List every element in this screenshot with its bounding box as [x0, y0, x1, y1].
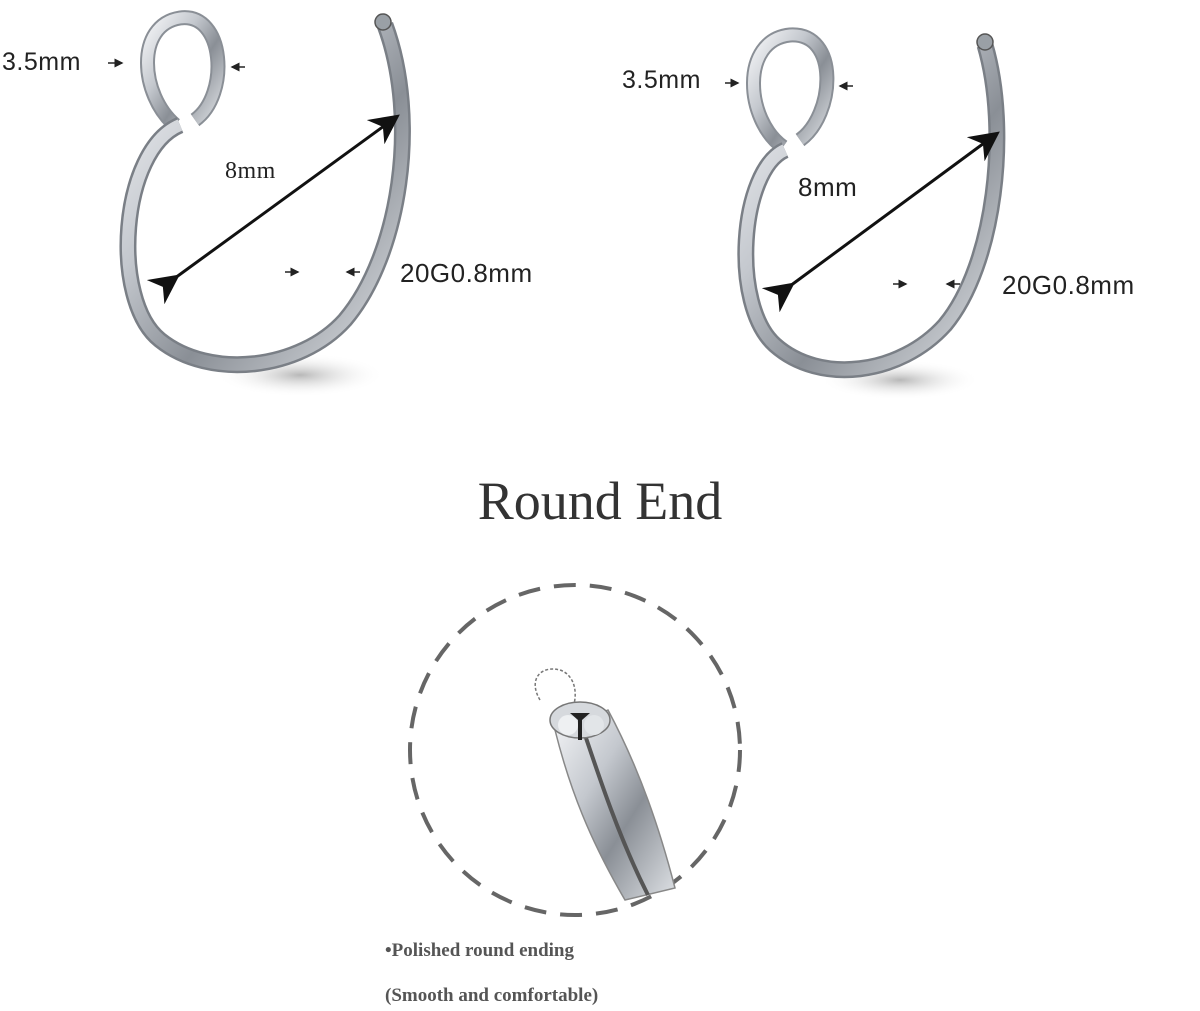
round-end-detail	[408, 583, 742, 917]
nose-ring-illustration	[725, 27, 1006, 400]
ring-diameter-label: 8mm	[225, 158, 276, 184]
loop-diameter-label: 3.5mm	[2, 48, 81, 76]
nose-ring-illustration	[108, 10, 411, 397]
loop-diameter-label: 3.5mm	[622, 66, 701, 94]
gauge-label: 20G0.8mm	[400, 258, 533, 288]
detail-caption-line2: (Smooth and comfortable)	[385, 985, 599, 1006]
gauge-label: 20G0.8mm	[1002, 270, 1135, 300]
ring-diagram-left: 3.5mm 8mm 20G0.8mm	[0, 0, 600, 440]
section-title: Round End	[477, 471, 723, 531]
ring-diameter-label: 8mm	[798, 172, 858, 202]
detail-caption-line1: •Polished round ending	[385, 940, 574, 961]
ring-diagram-right: 3.5mm 8mm 20G0.8mm	[600, 0, 1200, 440]
